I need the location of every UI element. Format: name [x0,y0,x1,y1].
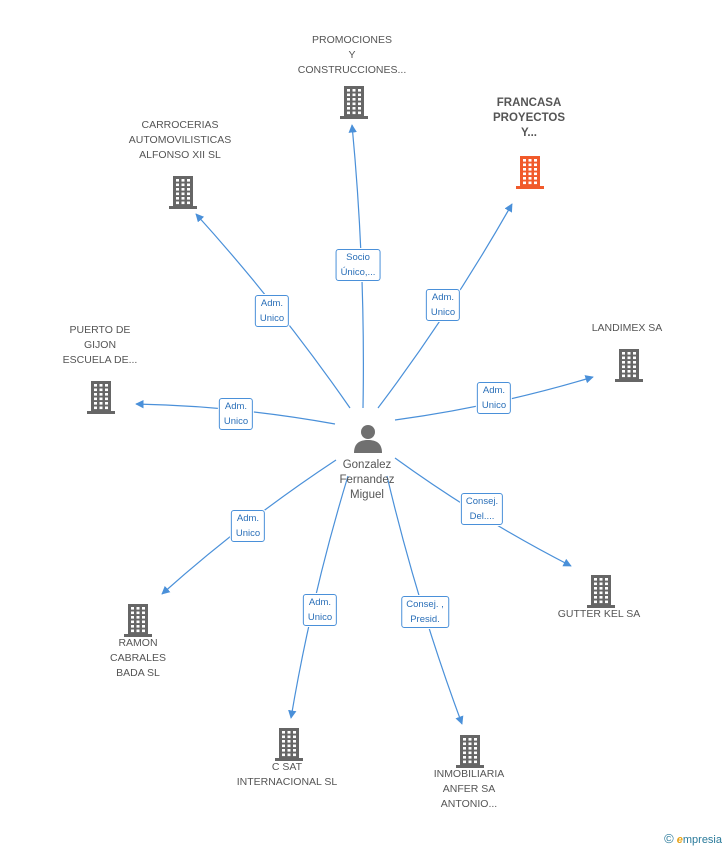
relation-label-gutter[interactable]: Consej. Del.... [460,493,504,525]
company-label-ramon[interactable]: RAMON CABRALES BADA SL [109,637,167,679]
company-label-carrocerias[interactable]: CARROCERIAS AUTOMOVILISTICAS ALFONSO XII… [128,119,232,161]
company-label-francasa[interactable]: FRANCASA PROYECTOS Y... [493,97,565,139]
building-icon[interactable] [338,85,370,119]
relation-label-promociones[interactable]: Socio Único,... [335,249,381,281]
building-icon[interactable] [454,734,486,768]
relation-label-inmobiliaria[interactable]: Consej. , Presid. [401,596,449,628]
company-label-promociones[interactable]: PROMOCIONES Y CONSTRUCCIONES... [297,34,407,76]
copyright-symbol: © [664,831,674,846]
relation-label-puerto[interactable]: Adm. Unico [218,398,254,430]
company-label-inmobiliaria[interactable]: INMOBILIARIA ANFER SA ANTONIO... [433,768,505,810]
person-icon[interactable] [352,422,384,454]
relation-label-csat[interactable]: Adm. Unico [302,594,338,626]
building-icon[interactable] [273,727,305,761]
company-label-gutter[interactable]: GUTTER KEL SA [557,608,641,620]
building-icon[interactable] [122,603,154,637]
building-icon[interactable] [585,574,617,608]
building-icon[interactable] [85,380,117,414]
center-person-label[interactable]: Gonzalez Fernandez Miguel [339,459,395,501]
building-icon[interactable] [167,175,199,209]
building-icon[interactable] [613,348,645,382]
brand-logo-initial: e [676,834,683,846]
relation-label-ramon[interactable]: Adm. Unico [230,510,266,542]
building-icon[interactable] [514,155,546,189]
company-label-puerto[interactable]: PUERTO DE GIJON ESCUELA DE... [62,324,138,366]
brand-logo-text: mpresia [682,834,722,846]
relation-label-francasa[interactable]: Adm. Unico [425,289,461,321]
brand-watermark: © empresia [664,831,722,846]
company-label-csat[interactable]: C SAT INTERNACIONAL SL [236,761,338,788]
relation-label-landimex[interactable]: Adm. Unico [476,382,512,414]
relation-label-carrocerias[interactable]: Adm. Unico [254,295,290,327]
company-label-landimex[interactable]: LANDIMEX SA [591,322,663,334]
